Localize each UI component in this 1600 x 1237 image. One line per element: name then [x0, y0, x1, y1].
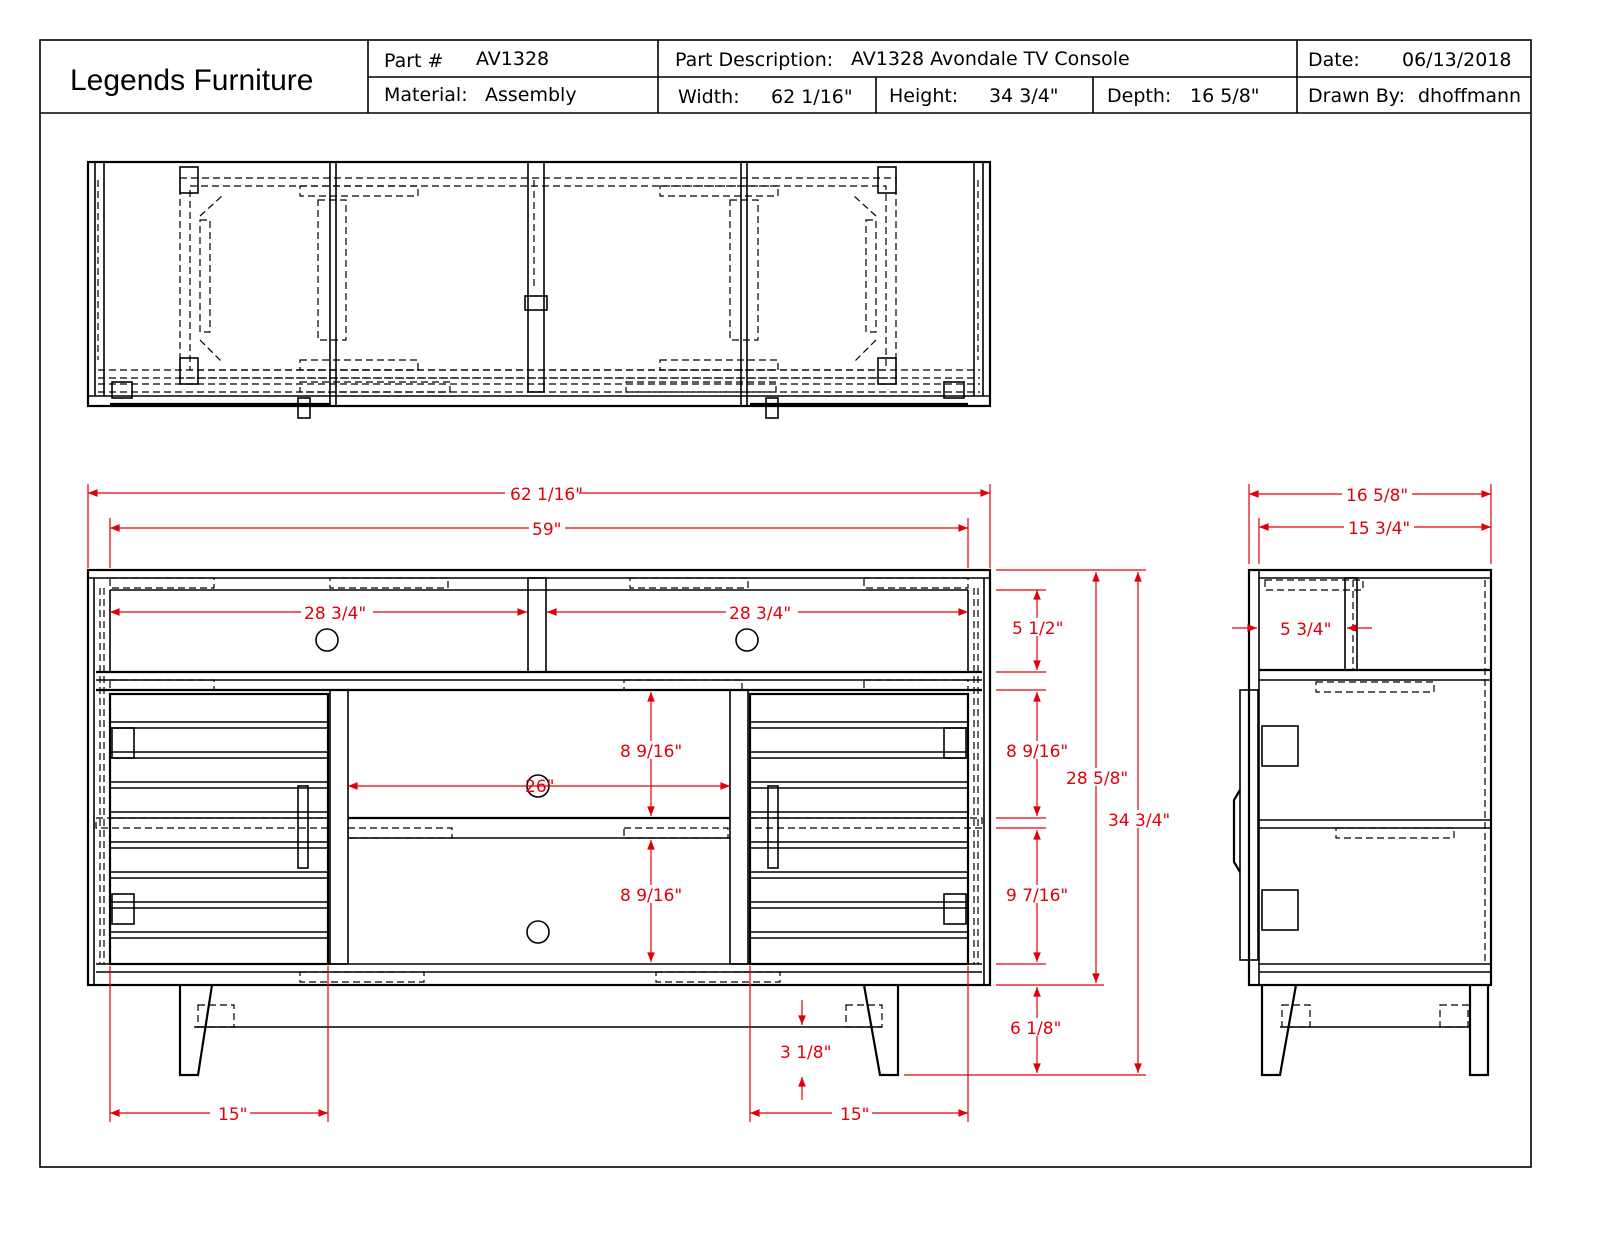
- company-name: Legends Furniture: [70, 64, 314, 97]
- front-legs: [178, 984, 900, 1077]
- dim-top-left-opening: 28 3/4": [304, 604, 366, 624]
- description-value: AV1328 Avondale TV Console: [851, 48, 1130, 70]
- dim-top-compartment-height: 5 1/2": [1012, 619, 1063, 639]
- dim-side-partition-offset: 5 3/4": [1280, 620, 1331, 640]
- height-value: 34 3/4": [989, 85, 1059, 107]
- dim-inner-width: 59": [532, 520, 561, 540]
- front-view: [86, 568, 992, 1077]
- dim-middle-lower-height: 8 9/16": [620, 886, 682, 906]
- dim-stretcher-clearance: 3 1/8": [780, 1043, 831, 1063]
- dim-overall-height: 34 3/4": [1108, 811, 1170, 831]
- sheet-border: [39, 39, 1532, 1168]
- right-louvered-door: [748, 692, 970, 966]
- top-left-grommet-hole: [315, 628, 339, 652]
- material-value: Assembly: [485, 84, 577, 106]
- side-dimensions: 16 5/8" 15 3/4" 5 3/4": [1232, 484, 1492, 640]
- left-lower-hinge: [111, 893, 135, 925]
- top-view: [86, 160, 992, 419]
- dim-middle-upper-height-right: 8 9/16": [1006, 742, 1068, 762]
- dim-middle-upper-height: 8 9/16": [620, 742, 682, 762]
- dim-body-height: 28 5/8": [1066, 769, 1128, 789]
- drawn-by-label: Drawn By:: [1308, 85, 1405, 107]
- middle-lower-grommet-hole: [526, 920, 550, 944]
- right-upper-hinge: [943, 727, 967, 759]
- dim-left-door-width: 15": [218, 1105, 247, 1125]
- dim-overall-width: 62 1/16": [510, 485, 583, 505]
- title-block: Legends Furniture Part # AV1328 Part Des…: [40, 40, 1531, 114]
- date-value: 06/13/2018: [1402, 49, 1512, 71]
- top-right-grommet-hole: [735, 628, 759, 652]
- dim-side-inner-depth: 15 3/4": [1348, 519, 1410, 539]
- material-label: Material:: [384, 84, 468, 106]
- part-number-label: Part #: [384, 50, 443, 72]
- drawn-by-value: dhoffmann: [1418, 85, 1521, 107]
- dim-side-overall-depth: 16 5/8": [1346, 486, 1408, 506]
- side-lower-hinge: [1261, 889, 1299, 931]
- left-door-handle: [297, 785, 309, 869]
- width-label: Width:: [678, 86, 740, 108]
- side-legs: [1260, 984, 1490, 1077]
- width-value: 62 1/16": [771, 86, 853, 108]
- date-label: Date:: [1308, 49, 1360, 71]
- dim-top-right-opening: 28 3/4": [729, 604, 791, 624]
- left-louvered-door: [108, 692, 330, 966]
- side-upper-hinge: [1261, 725, 1299, 767]
- dim-middle-shelf-width: 26": [525, 777, 554, 797]
- dim-right-door-width: 15": [840, 1105, 869, 1125]
- side-door-handle: [1232, 789, 1241, 873]
- side-view: [1232, 568, 1493, 1077]
- right-lower-hinge: [943, 893, 967, 925]
- front-dimensions: 62 1/16" 59" 28 3/4" 28 3/4" 26" 8 9/16"…: [87, 484, 1170, 1125]
- part-number-value: AV1328: [476, 48, 549, 70]
- left-upper-hinge: [111, 727, 135, 759]
- height-label: Height:: [889, 85, 958, 107]
- description-label: Part Description:: [675, 49, 833, 71]
- depth-label: Depth:: [1107, 85, 1171, 107]
- right-door-handle: [767, 785, 779, 869]
- dim-right-lower-height: 9 7/16": [1006, 886, 1068, 906]
- depth-value: 16 5/8": [1190, 85, 1260, 107]
- dim-leg-height: 6 1/8": [1010, 1019, 1061, 1039]
